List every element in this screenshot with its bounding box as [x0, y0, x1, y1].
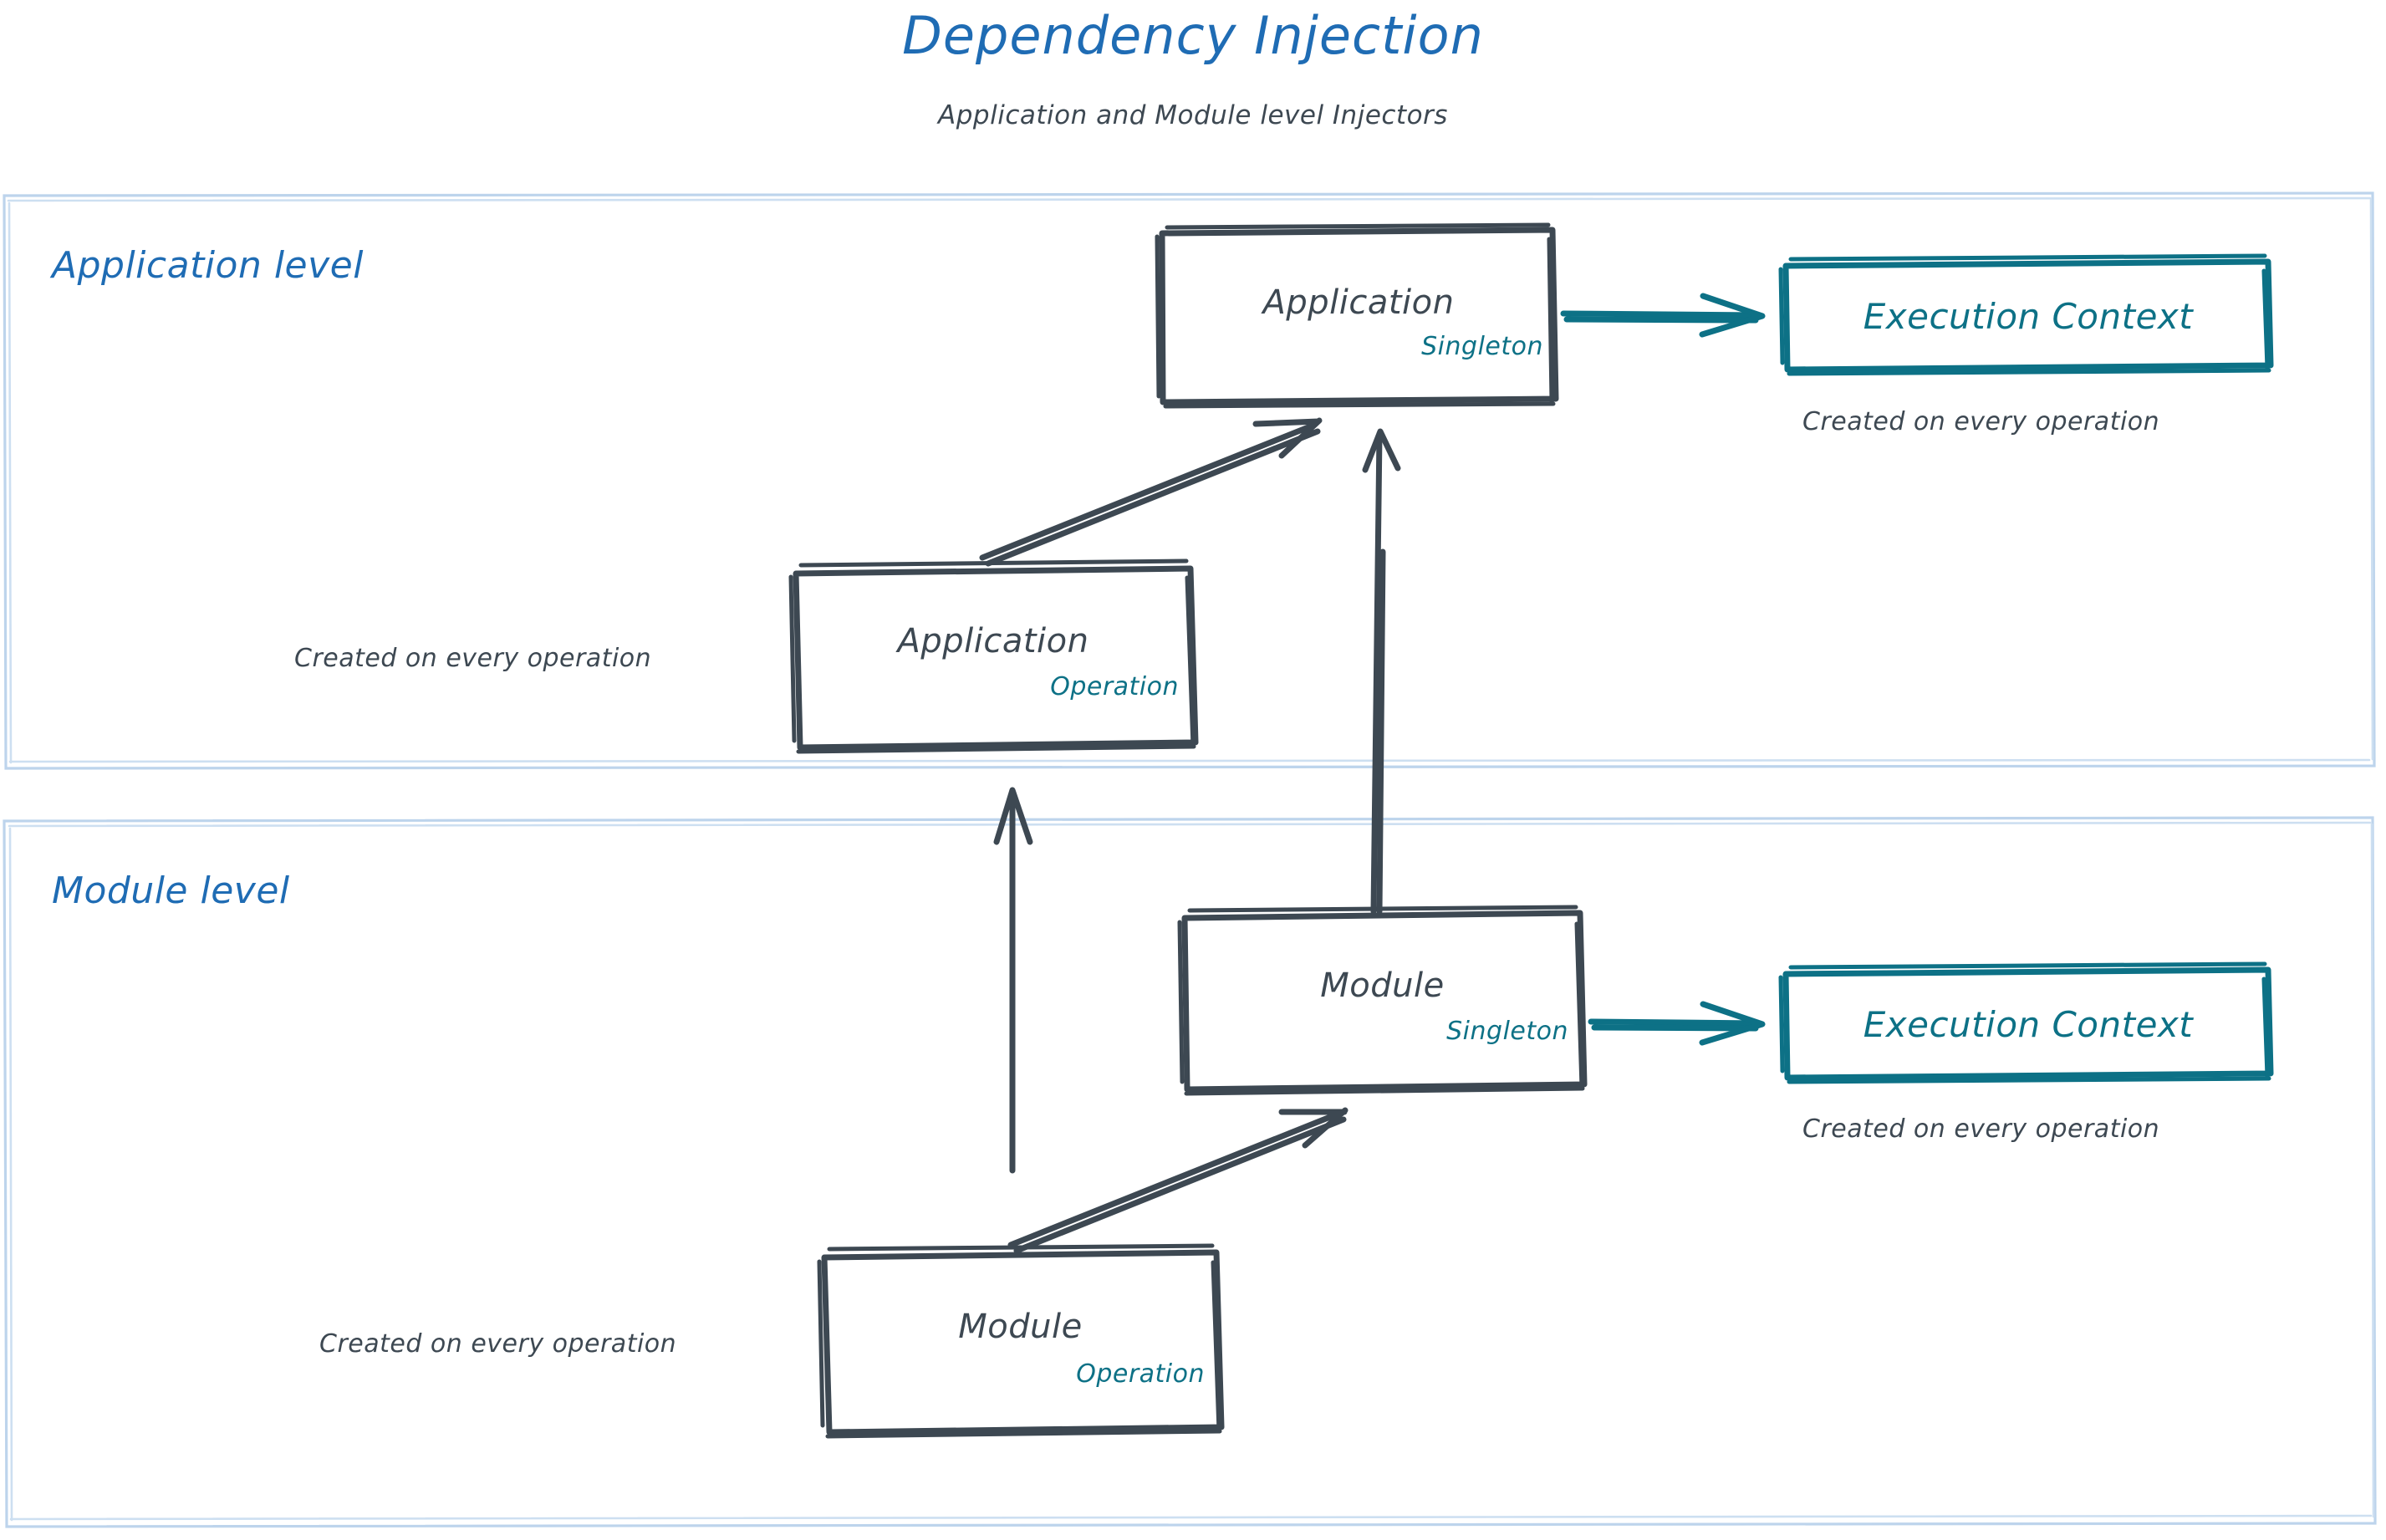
node-module-operation-title: Module: [958, 1308, 1083, 1346]
node-application-execution-context[interactable]: Execution Context: [1786, 266, 2271, 370]
node-application-operation[interactable]: Application Operation: [796, 574, 1190, 745]
node-application-singleton[interactable]: Application Singleton: [1162, 233, 1555, 402]
node-module-execution-context-title: Execution Context: [1863, 1004, 2194, 1045]
connector-module-operation-to-module-singleton: [1007, 1107, 1348, 1254]
caption-module-operation: Created on every operation: [319, 1329, 677, 1359]
connector-module-singleton-to-app-singleton: [1362, 428, 1401, 915]
connector-module-singleton-to-module-execution-context: [1588, 1001, 1766, 1046]
application-level-label: Application level: [52, 244, 364, 287]
module-level-label: Module level: [52, 869, 290, 912]
caption-application-operation: Created on every operation: [294, 644, 652, 673]
node-module-singleton-scope: Singleton: [1446, 1017, 1568, 1046]
node-application-execution-context-title: Execution Context: [1863, 296, 2194, 337]
node-application-operation-title: Application: [897, 622, 1089, 660]
page-title: Dependency Injection: [902, 5, 1484, 66]
connector-module-operation-to-app-operation: [993, 787, 1033, 1174]
connector-app-singleton-to-execution-context: [1560, 293, 1766, 338]
node-application-operation-scope: Operation: [1050, 672, 1179, 701]
node-module-execution-context[interactable]: Execution Context: [1786, 974, 2271, 1078]
node-module-operation[interactable]: Module Operation: [824, 1257, 1216, 1432]
caption-application-execution-context: Created on every operation: [1802, 407, 2160, 436]
node-module-singleton-title: Module: [1320, 966, 1445, 1005]
node-application-singleton-scope: Singleton: [1421, 332, 1543, 361]
connector-app-operation-to-app-singleton: [979, 417, 1323, 567]
page-subtitle: Application and Module level Injectors: [938, 100, 1448, 130]
node-application-singleton-title: Application: [1262, 283, 1455, 322]
node-module-singleton[interactable]: Module Singleton: [1185, 918, 1580, 1089]
node-module-operation-scope: Operation: [1076, 1359, 1205, 1389]
caption-module-execution-context: Created on every operation: [1802, 1114, 2160, 1144]
